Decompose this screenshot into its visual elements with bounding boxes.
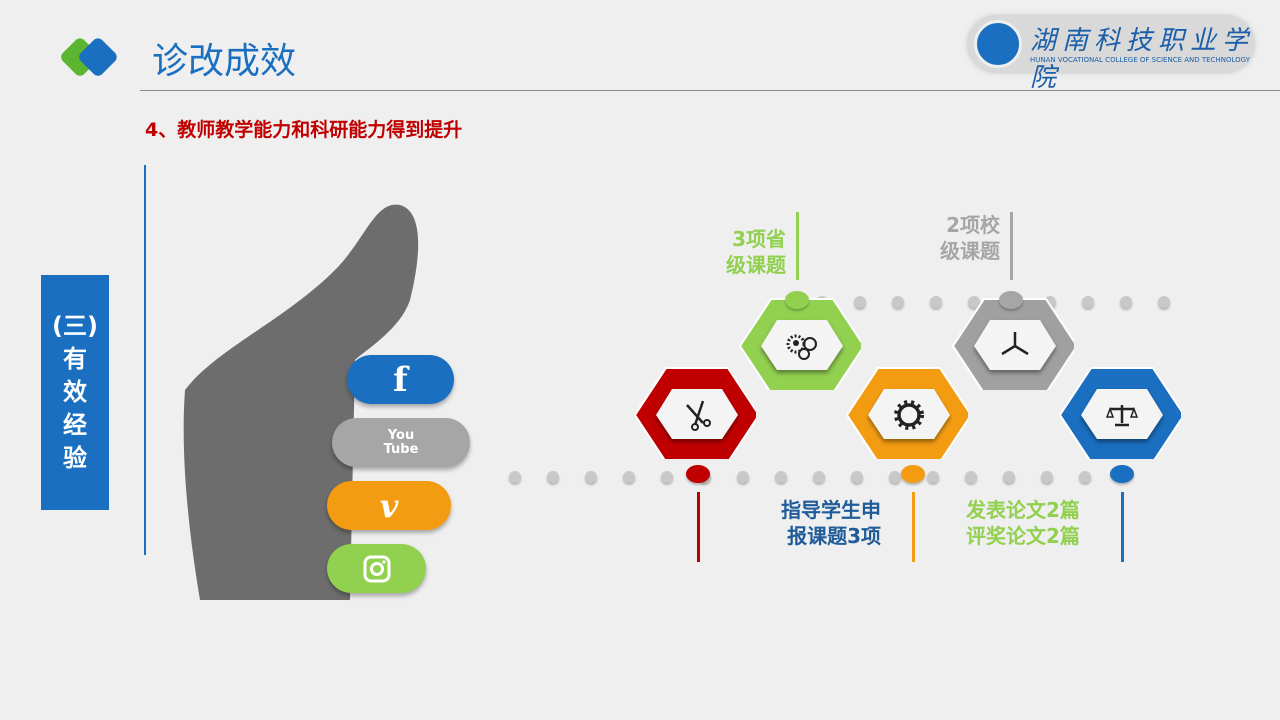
- vimeo-icon: v: [379, 486, 399, 525]
- youtube-icon-text: Tube: [383, 441, 419, 457]
- section-label-line: 验: [63, 444, 87, 472]
- timeline-marker: [686, 465, 710, 483]
- label-papers-line: 发表论文2篇: [966, 498, 1080, 522]
- timeline-dot: [1158, 296, 1170, 308]
- gear-icon: [894, 400, 924, 430]
- section-label-line: 经: [63, 411, 87, 439]
- timeline-stem: [796, 212, 799, 280]
- timeline-dot: [1041, 471, 1053, 483]
- timeline-dot: [930, 296, 942, 308]
- timeline-dot: [927, 471, 939, 483]
- timeline-dot: [623, 471, 635, 483]
- label-school-projects: 2项校级课题: [940, 212, 1000, 264]
- timeline-marker: [901, 465, 925, 483]
- timeline-stem: [912, 492, 915, 562]
- vertical-divider: [144, 165, 146, 555]
- timeline-marker: [1110, 465, 1134, 483]
- youtube-icon: You: [387, 427, 415, 443]
- label-papers-line: 评奖论文2篇: [966, 524, 1080, 548]
- timeline-dot: [854, 296, 866, 308]
- college-name-en: HUNAN VOCATIONAL COLLEGE OF SCIENCE AND …: [1030, 56, 1250, 64]
- header-divider: [140, 90, 1280, 91]
- timeline-dot: [968, 296, 980, 308]
- label-provincial-projects-line: 3项省: [732, 227, 786, 251]
- college-name-cn: 湖南科技职业学院: [1030, 26, 1255, 93]
- label-school-projects-line: 2项校: [946, 213, 1000, 237]
- timeline-dot: [547, 471, 559, 483]
- section-subtitle: 4、教师教学能力和科研能力得到提升: [145, 119, 463, 141]
- vimeo-button[interactable]: v: [327, 481, 451, 530]
- thumbs-up-icon: [183, 204, 419, 600]
- label-provincial-projects: 3项省级课题: [726, 226, 786, 278]
- timeline-dot: [585, 471, 597, 483]
- section-label-box: (三) 有 效 经 验: [41, 275, 109, 510]
- timeline-dot: [509, 471, 521, 483]
- timeline-dot: [1082, 296, 1094, 308]
- timeline-dot: [851, 471, 863, 483]
- header-logo-icon: [61, 38, 117, 76]
- timeline-marker: [999, 291, 1023, 309]
- timeline-dot: [775, 471, 787, 483]
- timeline-dot: [737, 471, 749, 483]
- timeline-dot: [889, 471, 901, 483]
- gears-icon: [786, 334, 817, 360]
- label-school-projects-line: 级课题: [940, 239, 1000, 263]
- timeline-dot: [1120, 296, 1132, 308]
- instagram-button[interactable]: [327, 544, 426, 593]
- timeline-dot: [965, 471, 977, 483]
- facebook-button[interactable]: f: [347, 355, 454, 404]
- page-title: 诊改成效: [152, 41, 297, 82]
- scale-icon: [1105, 405, 1139, 427]
- timeline-dot: [1003, 471, 1015, 483]
- hexagon-2: [738, 298, 861, 390]
- label-student-projects: 指导学生申报课题3项: [781, 497, 881, 549]
- facebook-icon: f: [393, 359, 408, 400]
- college-emblem-icon: [974, 20, 1022, 68]
- hexagon-4: [951, 298, 1074, 390]
- section-label-line: 有: [63, 345, 87, 373]
- instagram-icon: [363, 555, 390, 582]
- label-student-projects-line: 报课题3项: [787, 524, 881, 548]
- section-label-line: 效: [63, 378, 87, 406]
- wind-turbine-icon: [1001, 332, 1029, 356]
- scissors-icon: [686, 400, 711, 431]
- timeline-marker: [785, 291, 809, 309]
- timeline-dot: [661, 471, 673, 483]
- label-provincial-projects-line: 级课题: [726, 253, 786, 277]
- hexagon-1: [633, 367, 756, 459]
- timeline-dot: [892, 296, 904, 308]
- hexagon-3: [845, 367, 968, 459]
- timeline-stem: [1121, 492, 1124, 562]
- timeline-dot: [813, 471, 825, 483]
- label-papers: 发表论文2篇评奖论文2篇: [966, 497, 1080, 549]
- timeline-dot: [1079, 471, 1091, 483]
- timeline-stem: [697, 492, 700, 562]
- hexagon-5: [1058, 367, 1181, 459]
- timeline-stem: [1010, 212, 1013, 280]
- label-student-projects-line: 指导学生申: [781, 498, 881, 522]
- college-logo: 湖南科技职业学院 HUNAN VOCATIONAL COLLEGE OF SCI…: [968, 16, 1254, 93]
- section-label-line: (三): [52, 312, 98, 340]
